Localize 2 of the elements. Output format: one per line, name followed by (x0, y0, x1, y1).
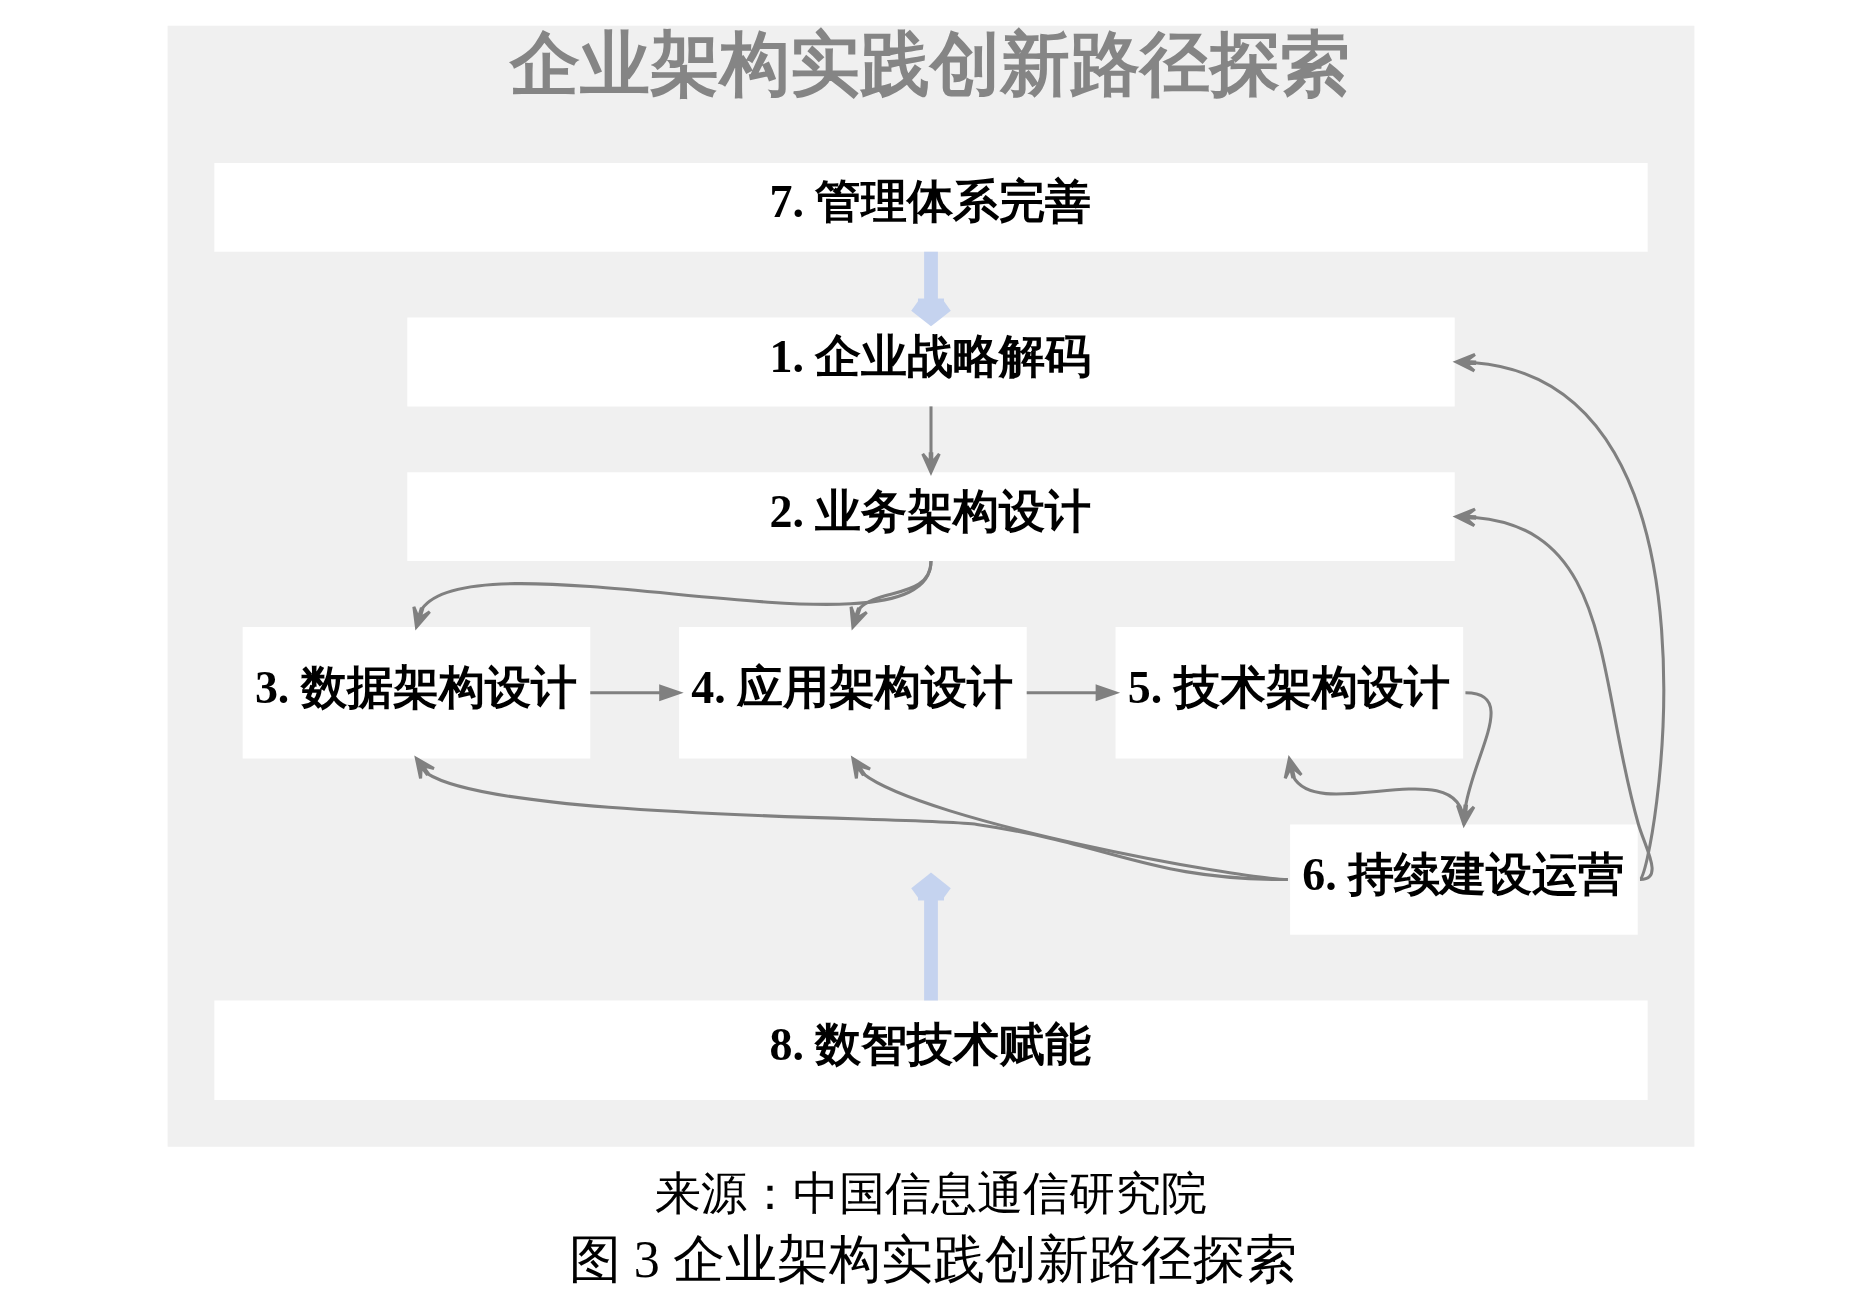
caption: 图 3 企业架构实践创新路径探索 (568, 1230, 1297, 1288)
label: 来源：中国信息通信研究院 (654, 1167, 1207, 1219)
